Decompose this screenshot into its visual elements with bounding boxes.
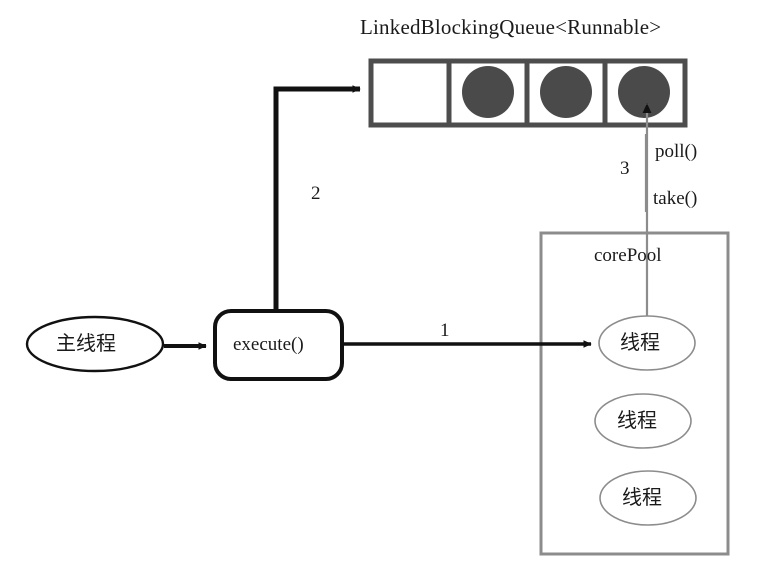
annotation-poll: poll() [655, 141, 698, 162]
queue-box [368, 58, 688, 128]
core-pool-label: corePool [594, 245, 662, 266]
thread-label: 线程 [617, 408, 657, 432]
edge-label-2: 2 [311, 183, 321, 204]
thread-ellipse [594, 393, 692, 449]
annotation-take: take() [653, 188, 698, 209]
main-thread-ellipse [25, 315, 165, 373]
edge-label-1: 1 [440, 320, 450, 341]
thread-label: 线程 [620, 330, 660, 354]
queue-task-circle [540, 66, 592, 118]
core-pool-threads [594, 315, 697, 526]
execute-label: execute() [233, 334, 304, 355]
queue-task-circle [462, 66, 514, 118]
thread-ellipse [599, 470, 697, 526]
thread-label: 线程 [622, 485, 662, 509]
edge-label-3: 3 [620, 158, 630, 179]
queue-task-circle [618, 66, 670, 118]
edge-execute-to-queue [273, 85, 361, 311]
main-thread-label: 主线程 [56, 331, 116, 355]
queue-title: LinkedBlockingQueue<Runnable> [360, 15, 662, 39]
